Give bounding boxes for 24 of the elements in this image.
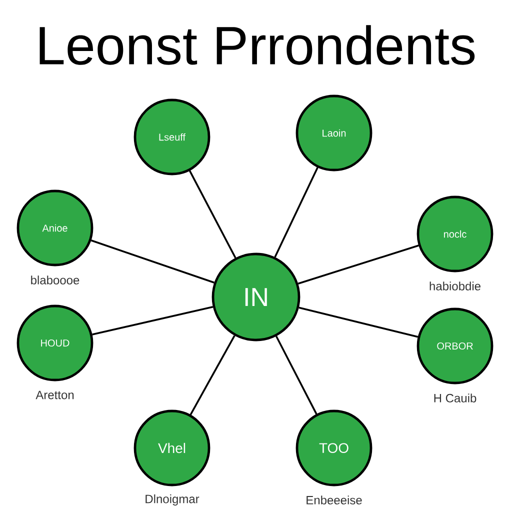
circle-node: ORBOR [416,308,494,384]
circle-node: Vhel [134,410,210,486]
connector-line [276,336,318,414]
title: Leonst Prrondents [40,25,475,65]
node-caption: Dlnoigmar [146,494,200,506]
connector-line [274,167,318,258]
connector-line [188,170,236,258]
circle-node: IN [212,252,300,342]
node-caption: Enbeeeise [306,496,362,504]
circle-node: Laoin [296,94,372,172]
connector-line [92,306,214,336]
connector-line [190,335,236,416]
circle-node: Lseuff [134,98,210,176]
node-caption: H Cauib [434,394,476,402]
node-caption: blaboooe [31,276,80,284]
circle-node: Anioe [16,190,94,266]
circle-node: noclc [416,196,494,272]
circle-node: TOO [296,410,372,486]
connector-line [298,306,418,338]
node-caption: Aretton [36,390,74,400]
connector-line [90,240,214,284]
node-caption: habiobdie [430,282,480,290]
connector-line [298,244,419,285]
circle-node: HOUD [16,304,94,382]
